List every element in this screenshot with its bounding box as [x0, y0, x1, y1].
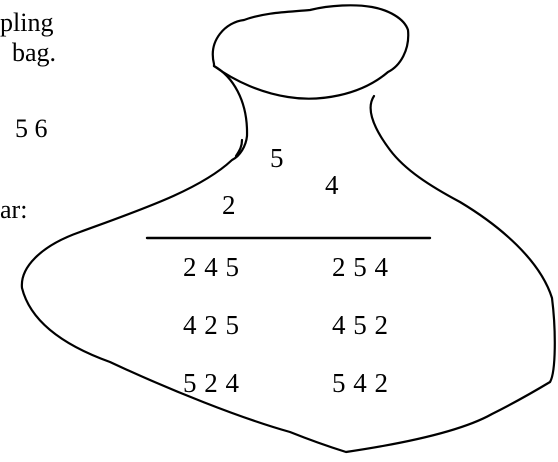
left-text-line-1: pling	[0, 10, 53, 36]
left-text-line-2: bag.	[12, 40, 56, 66]
arrangement-1-2: 2 5 4	[332, 254, 389, 281]
arrangement-3-2: 5 4 2	[332, 370, 389, 397]
arrangement-2-1: 4 2 5	[183, 312, 240, 339]
bag-item-5: 5	[270, 145, 284, 172]
bag-body-outline	[22, 66, 555, 452]
arrangement-3-1: 5 2 4	[183, 370, 240, 397]
arrangement-2-2: 4 5 2	[332, 312, 389, 339]
bag-item-2: 2	[222, 192, 236, 219]
arrangement-1-1: 2 4 5	[183, 254, 240, 281]
left-text-line-4: ar:	[0, 197, 27, 223]
bag-knot-outline	[213, 5, 408, 98]
bag-item-4: 4	[325, 172, 339, 199]
left-text-line-3: 5 6	[15, 116, 48, 142]
